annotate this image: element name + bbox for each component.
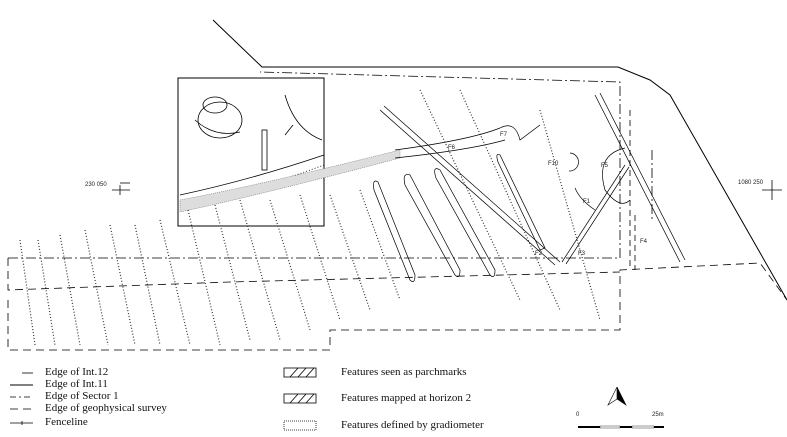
legend-int-11: Edge of Int.11 [45, 378, 108, 390]
label-f2: F2 [535, 251, 543, 257]
label-f5: F5 [601, 163, 609, 169]
fenceline [212, 19, 787, 301]
legend-geophysical-survey: Edge of geophysical survey [45, 402, 167, 414]
grid-ref-right: 1080 250 [738, 180, 764, 186]
north-arrow-icon [616, 386, 627, 406]
dotted-furrows [19, 89, 601, 346]
grid-ref-left: 230 050 [85, 182, 107, 188]
legend-parchmarks: Features seen as parchmarks [341, 366, 467, 378]
label-f10: F10 [548, 161, 559, 167]
label-f3: F3 [578, 251, 586, 257]
scale-bar [578, 425, 664, 429]
legend-int-12: Edge of Int.12 [45, 366, 109, 378]
legend-horizon-2: Features mapped at horizon 2 [341, 392, 472, 404]
legend-symbols [10, 367, 317, 431]
geophysical-survey-edge [7, 262, 787, 351]
parchmark-furrows [373, 92, 686, 282]
geophysical-survey-edge-2 [7, 258, 621, 291]
grid-cross-right [762, 180, 782, 200]
label-f4: F4 [640, 239, 648, 245]
legend-sector-1: Edge of Sector 1 [45, 390, 119, 402]
legend-gradiometer: Features defined by gradiometer [341, 419, 484, 431]
label-f6: F6 [448, 145, 456, 151]
grid-cross-left [112, 182, 130, 195]
gradiometer-band [179, 149, 401, 213]
excavation-features [179, 94, 325, 211]
label-f7: F7 [500, 132, 508, 138]
scale-end: 25m [652, 412, 664, 418]
label-f1: F1 [583, 199, 591, 205]
legend-fenceline: Fenceline [45, 416, 88, 428]
scale-start: 0 [576, 412, 580, 418]
